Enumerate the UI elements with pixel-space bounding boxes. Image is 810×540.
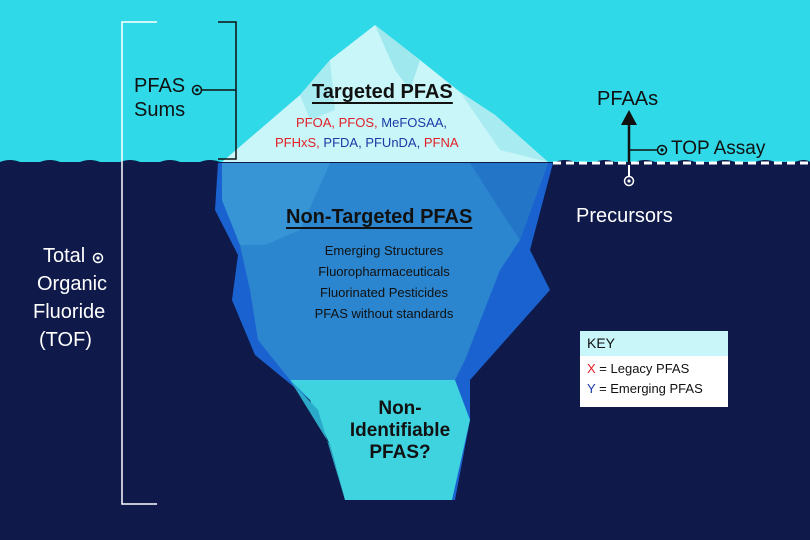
key-label-emerging: = Emerging PFAS (599, 381, 703, 396)
precursors-label: Precursors (576, 205, 673, 227)
tof-line: (TOF) (39, 329, 92, 351)
non-targeted-list: Emerging Structures Fluoropharmaceutical… (290, 240, 478, 324)
targeted-compounds-line-2: PFHxS, PFDA, PFUnDA, PFNA (275, 135, 459, 150)
key-symbol-emerging: Y (587, 381, 596, 396)
compound-legacy: , (374, 115, 382, 130)
non-targeted-item: Fluoropharmaceuticals (318, 264, 450, 279)
compound-legacy: PFOS (338, 115, 375, 130)
non-targeted-pfas-title: Non-Targeted PFAS (286, 206, 473, 228)
compound-legacy: PFHxS (275, 135, 317, 150)
compound-emerging: PFUnDA (365, 135, 417, 150)
key-legend: KEY X = Legacy PFAS Y = Emerging PFAS (579, 330, 729, 408)
top-assay-label: TOP Assay (671, 138, 766, 159)
pfaas-label: PFAAs (597, 88, 659, 110)
pfas-sums-pin-icon (195, 88, 199, 92)
compound-legacy: , (331, 115, 339, 130)
iceberg-underwater-light (470, 163, 548, 240)
compound-emerging: , (416, 135, 424, 150)
precursors-pin-icon (623, 175, 635, 187)
compound-emerging: , (443, 115, 448, 130)
tof-line: Organic (37, 273, 108, 295)
key-row-emerging: Y = Emerging PFAS (580, 379, 728, 399)
pfas-sums-line: Sums (134, 99, 186, 121)
non-identifiable-line: Non- (378, 398, 422, 419)
tof-line: Total (43, 245, 86, 267)
pfas-sums-label: PFAS Sums (134, 74, 185, 122)
pfaas-arrow-up-icon (621, 110, 637, 125)
targeted-pfas-title: Targeted PFAS (312, 81, 453, 103)
non-identifiable-line: PFAS? (369, 442, 431, 463)
tof-label: Total Organic Fluoride (TOF) (33, 242, 107, 354)
non-identifiable-line: Identifiable (349, 420, 451, 441)
compound-emerging: PFDA (323, 135, 359, 150)
key-symbol-legacy: X (587, 361, 596, 376)
tof-pin-icon (92, 252, 104, 264)
non-targeted-item: Fluorinated Pesticides (320, 285, 448, 300)
precursors-pin-icon (627, 179, 631, 183)
iceberg-bottom (290, 380, 470, 500)
compound-legacy: , (316, 135, 324, 150)
pfas-sums-line: PFAS (134, 75, 186, 97)
compound-legacy: PFNA (423, 135, 459, 150)
non-identifiable-label: Non- Identifiable PFAS? (345, 398, 455, 464)
tof-pin-icon (96, 256, 100, 260)
tof-bracket (121, 21, 157, 505)
key-label-legacy: = Legacy PFAS (599, 361, 690, 376)
iceberg-underwater-light (222, 163, 330, 245)
non-targeted-item: PFAS without standards (314, 306, 454, 321)
targeted-compounds-line-1: PFOA, PFOS, MeFOSAA, (296, 115, 447, 130)
iceberg-tip-shade (375, 25, 420, 90)
iceberg-tip-shade (300, 60, 335, 120)
iceberg-tip (222, 25, 548, 162)
key-title: KEY (580, 331, 728, 356)
compound-emerging: MeFOSAA (381, 115, 444, 130)
key-row-legacy: X = Legacy PFAS (580, 359, 728, 379)
top-assay-pin-icon (660, 148, 664, 152)
tof-line: Fluoride (33, 301, 106, 323)
non-targeted-item: Emerging Structures (324, 243, 444, 258)
compound-emerging: , (358, 135, 366, 150)
pfas-sums-pin-icon (191, 84, 203, 96)
iceberg-tip-shade (460, 92, 548, 162)
top-assay-pin-icon (656, 144, 668, 156)
compound-legacy: PFOA (296, 115, 332, 130)
